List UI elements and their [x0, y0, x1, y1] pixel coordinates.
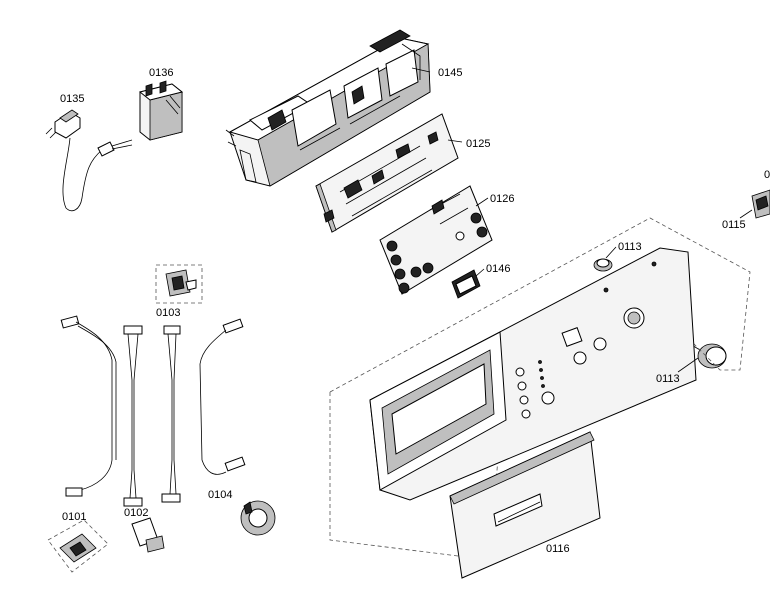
power-cord-part	[45, 109, 133, 212]
board-button-1	[386, 240, 398, 252]
board-button-4	[398, 282, 410, 294]
board-button-2	[390, 254, 402, 266]
label-0113-right: 0113	[656, 373, 680, 385]
label-cut-off: 0	[764, 169, 770, 181]
label-0103: 0103	[156, 307, 180, 319]
wire-harness-0102	[123, 325, 181, 507]
wire-harness-0104	[199, 318, 246, 475]
wire-harness-0101	[60, 315, 117, 497]
front-panel-assembly	[329, 217, 751, 561]
control-housing-part	[225, 29, 431, 187]
board-button-6	[422, 262, 434, 274]
control-board-part	[315, 113, 459, 233]
knob-large-part	[689, 343, 727, 369]
sensor-part	[155, 264, 203, 304]
board-button-7	[470, 212, 482, 224]
display-board-part	[379, 185, 493, 295]
label-0116: 0116	[546, 543, 570, 555]
board-button-3	[394, 268, 406, 280]
label-0113-top: 0113	[618, 241, 642, 253]
label-0146: 0146	[486, 263, 510, 275]
valve-part	[131, 517, 165, 553]
board-button-5	[410, 266, 422, 278]
label-0136: 0136	[149, 67, 173, 79]
label-0115: 0115	[722, 219, 746, 231]
label-0102: 0102	[124, 507, 148, 519]
label-0135: 0135	[60, 93, 84, 105]
lock-part	[47, 519, 109, 573]
label-0126: 0126	[490, 193, 514, 205]
label-0145: 0145	[438, 67, 462, 79]
label-0104: 0104	[208, 489, 232, 501]
label-0125: 0125	[466, 138, 490, 150]
bracket-part	[751, 189, 770, 219]
light-guide-part	[451, 269, 481, 299]
pressure-switch-part	[240, 500, 276, 536]
leader-lines	[411, 67, 753, 373]
board-button-8	[476, 226, 488, 238]
knob-small-part	[593, 258, 613, 272]
interference-filter-part	[138, 80, 184, 141]
label-0101: 0101	[62, 511, 86, 523]
drawer-handle-part	[449, 431, 601, 579]
